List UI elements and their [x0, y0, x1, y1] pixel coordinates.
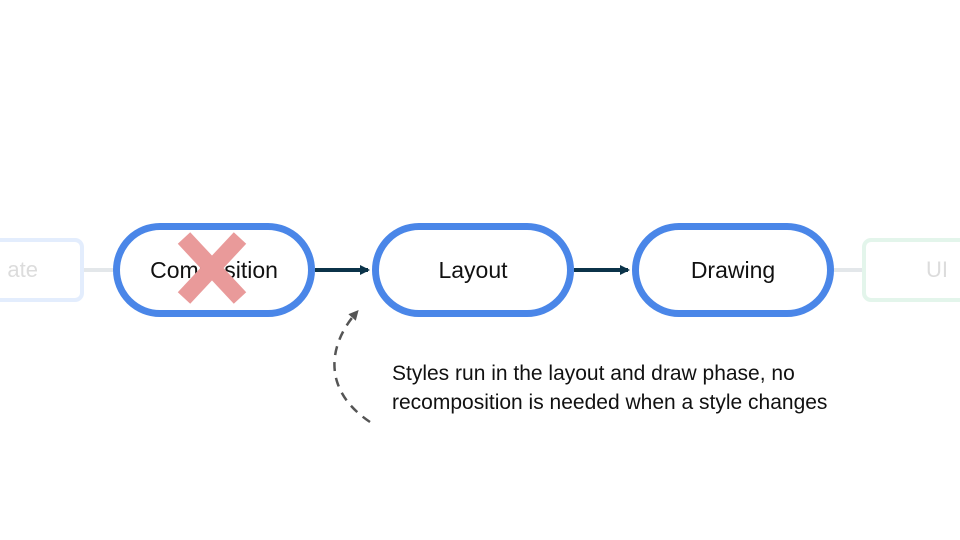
cross-icon: [177, 232, 247, 304]
drawing-node-label: Drawing: [690, 256, 776, 283]
ui-node: UI: [862, 238, 960, 302]
drawing-node: Drawing: [632, 223, 834, 317]
layout-node-label: Layout: [438, 256, 508, 283]
layout-node: Layout: [372, 223, 574, 317]
dashed-arrow: [333, 309, 371, 424]
ui-node-label: UI: [926, 257, 948, 282]
state-node: ate: [0, 238, 84, 302]
annotation-note: Styles run in the layout and draw phase,…: [392, 362, 828, 414]
state-node-label: ate: [7, 257, 38, 282]
